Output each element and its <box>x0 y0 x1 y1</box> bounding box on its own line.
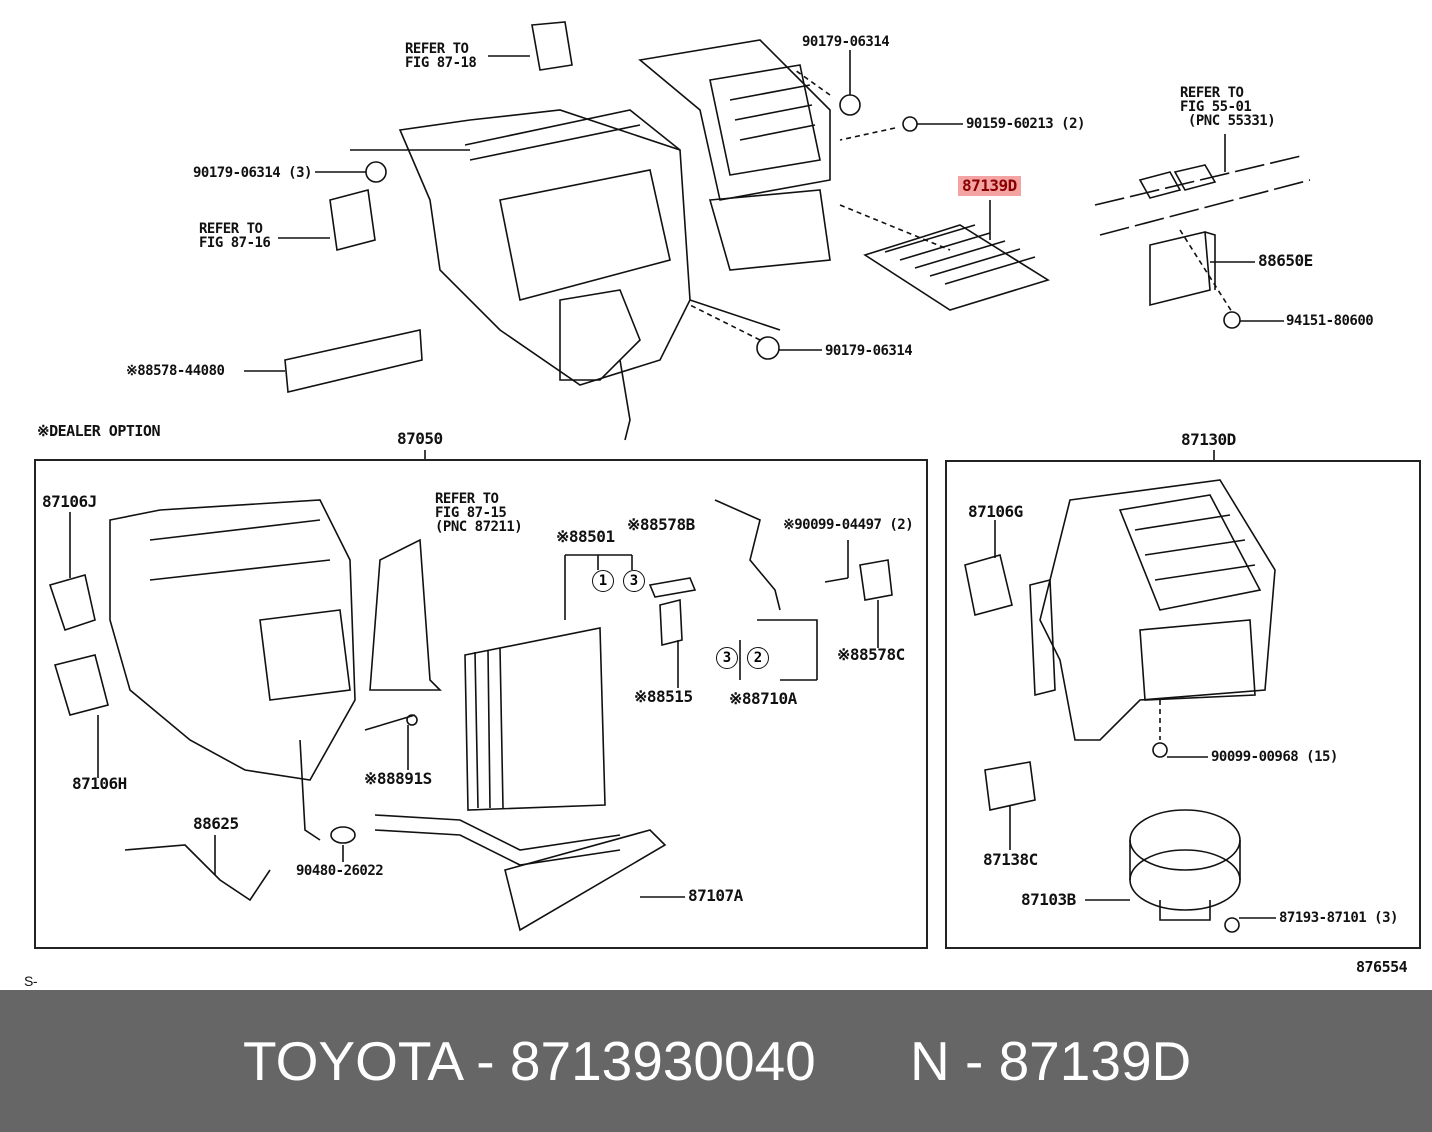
part-90099-04497[interactable]: ※90099-04497 (2) <box>783 517 914 533</box>
part-87106G[interactable]: 87106G <box>968 502 1023 521</box>
servo-87106G <box>964 520 1013 616</box>
part-90480-26022[interactable]: 90480-26022 <box>296 863 384 879</box>
wire-88625 <box>124 835 271 902</box>
expansion-valve <box>659 598 683 688</box>
ref-fig-87-18[interactable]: REFER TO FIG 87-18 <box>405 41 477 71</box>
figure-number: 876554 <box>1356 958 1408 976</box>
screw-87193 <box>1224 917 1276 933</box>
callout-circle-3b: 3 <box>716 647 738 669</box>
ac-amplifier-88650E <box>1094 134 1311 329</box>
resistor-87138C <box>984 761 1036 850</box>
part-94151-80600[interactable]: 94151-80600 <box>1286 313 1374 329</box>
servo-87106J <box>48 512 96 632</box>
part-88650E[interactable]: 88650E <box>1258 251 1313 270</box>
heater-core-87107A <box>374 814 685 932</box>
evaporator <box>464 554 633 811</box>
heater-unit-assembly-top <box>350 39 831 441</box>
part-88578B[interactable]: ※88578B <box>627 515 695 534</box>
grommet-90480 <box>330 826 356 844</box>
ref-fig-87-15[interactable]: REFER TO FIG 87-15 (PNC 87211) <box>435 491 523 535</box>
callout-circle-1: 1 <box>592 570 614 592</box>
pipe-88710A <box>714 499 781 611</box>
bracket-88578C <box>859 559 893 601</box>
part-87103B[interactable]: 87103B <box>1021 890 1076 909</box>
part-87193-87101[interactable]: 87193-87101 (3) <box>1279 910 1398 926</box>
part-90179-06314-left[interactable]: 90179-06314 (3) <box>193 165 312 181</box>
ref-fig-87-16[interactable]: REFER TO FIG 87-16 <box>199 221 271 251</box>
cabin-air-filter-87139D <box>839 200 1050 311</box>
clean-air-filter-dealer <box>284 329 423 393</box>
part-88710A[interactable]: ※88710A <box>729 689 797 708</box>
part-87130D[interactable]: 87130D <box>1181 430 1236 449</box>
ref-fig-55-01[interactable]: REFER TO FIG 55-01 (PNC 55331) <box>1180 85 1276 129</box>
group-box-87130D <box>945 460 1421 949</box>
callout-circle-2: 2 <box>747 647 769 669</box>
part-90099-00968[interactable]: 90099-00968 (15) <box>1211 749 1338 765</box>
part-87138C[interactable]: 87138C <box>983 850 1038 869</box>
part-90179-06314-top[interactable]: 90179-06314 <box>802 34 890 50</box>
part-88891S[interactable]: ※88891S <box>364 769 432 788</box>
blower-motor-87103B <box>1085 809 1241 921</box>
part-88578C[interactable]: ※88578C <box>837 645 905 664</box>
part-87106J[interactable]: 87106J <box>42 492 97 511</box>
s-mark: S- <box>24 973 38 989</box>
blower-unit-87130D <box>1029 479 1276 741</box>
heater-case-87050 <box>109 499 442 841</box>
part-87107A[interactable]: 87107A <box>688 886 743 905</box>
part-87050[interactable]: 87050 <box>397 429 443 448</box>
clip-90179-left <box>365 161 387 183</box>
part-90159-60213[interactable]: 90159-60213 (2) <box>966 116 1085 132</box>
clip-88891S <box>406 714 418 726</box>
parts-drawing <box>48 21 1311 933</box>
callout-circle-3a: 3 <box>623 570 645 592</box>
part-88625[interactable]: 88625 <box>193 814 239 833</box>
footer-bar: TOYOTA - 8713930040 N - 87139D <box>0 990 1432 1132</box>
bracket-88578B <box>648 577 697 598</box>
dealer-option-note: ※DEALER OPTION <box>37 422 160 440</box>
group-box-87050 <box>34 459 928 949</box>
clip-90179-mid <box>756 336 780 360</box>
clip-90179-top <box>839 94 861 116</box>
screw-90099-00968 <box>1152 700 1208 758</box>
part-88515[interactable]: ※88515 <box>634 687 693 706</box>
part-88578-44080[interactable]: ※88578-44080 <box>126 363 225 379</box>
screw-90159 <box>902 116 918 132</box>
highlighted-part-87139D[interactable]: 87139D <box>958 176 1021 196</box>
part-90179-06314-mid[interactable]: 90179-06314 <box>825 343 913 359</box>
servo-87106H <box>53 654 109 778</box>
part-88501[interactable]: ※88501 <box>556 527 615 546</box>
grommet-left <box>329 188 376 252</box>
footer-part-number: TOYOTA - 8713930040 <box>243 1030 816 1092</box>
grommet-top <box>531 21 573 71</box>
part-87106H[interactable]: 87106H <box>72 774 127 793</box>
footer-pnc: N - 87139D <box>910 1030 1192 1092</box>
